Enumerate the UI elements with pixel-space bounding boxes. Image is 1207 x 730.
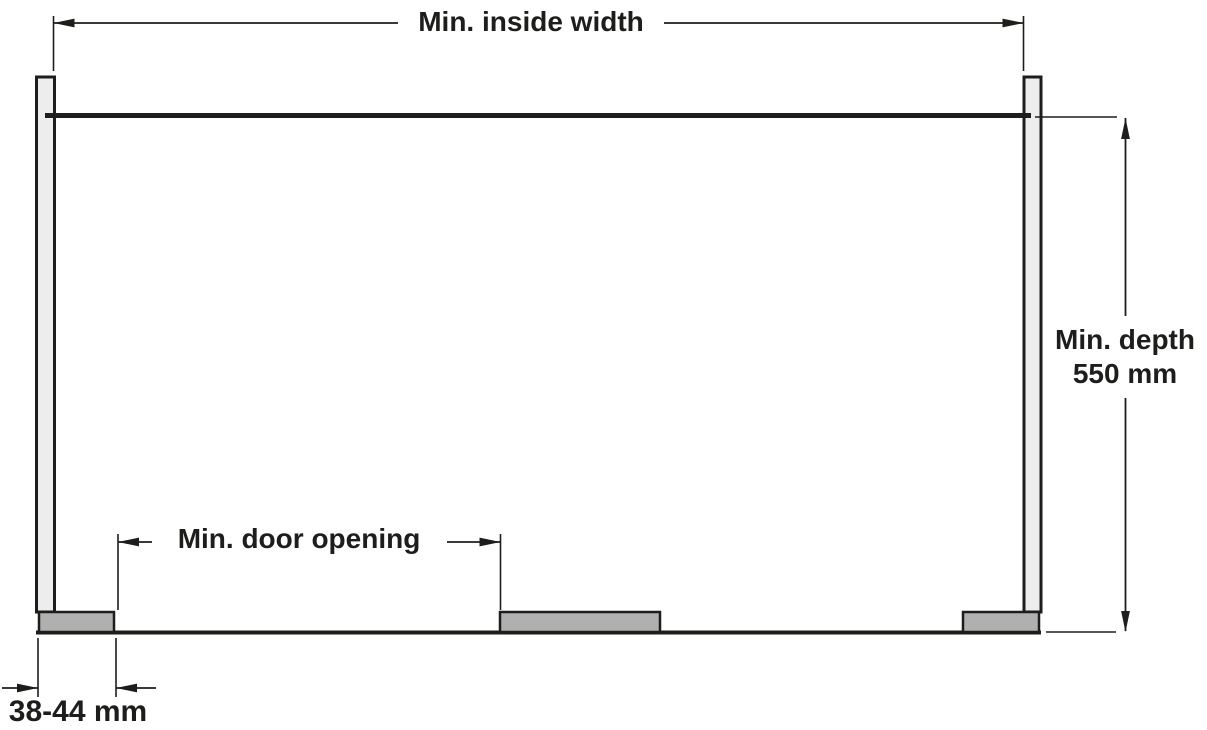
depth-label-text: Min. depth bbox=[1055, 324, 1195, 355]
arrowhead-right-icon bbox=[479, 537, 501, 547]
depth-value-text: 550 mm bbox=[1072, 358, 1178, 389]
cabinet-structure bbox=[35, 75, 1043, 635]
door-opening-dimension bbox=[117, 534, 502, 610]
door-opening-label: Min. door opening bbox=[177, 523, 421, 554]
door-block-right bbox=[961, 610, 1041, 634]
arrowhead-right-icon bbox=[1002, 18, 1024, 28]
arrowhead-up-icon bbox=[1121, 118, 1130, 139]
side-clearance-dimension bbox=[2, 638, 156, 697]
door-block-center bbox=[498, 610, 662, 634]
inside-width-dimension bbox=[52, 16, 1025, 71]
arrowhead-down-icon bbox=[1121, 611, 1130, 632]
arrowhead-left-icon bbox=[116, 683, 137, 693]
left-side-panel bbox=[35, 75, 56, 614]
arrowhead-right-icon bbox=[17, 683, 38, 693]
depth-dimension bbox=[1035, 116, 1130, 633]
arrowhead-left-icon bbox=[53, 18, 75, 28]
depth-label: Min. depth 550 mm bbox=[1055, 323, 1195, 391]
inside-width-label: Min. inside width bbox=[418, 6, 644, 37]
side-clearance-label: 38-44 mm bbox=[8, 695, 148, 728]
arrowhead-left-icon bbox=[118, 537, 139, 547]
right-side-panel bbox=[1022, 75, 1043, 614]
door-block-left bbox=[37, 610, 116, 634]
